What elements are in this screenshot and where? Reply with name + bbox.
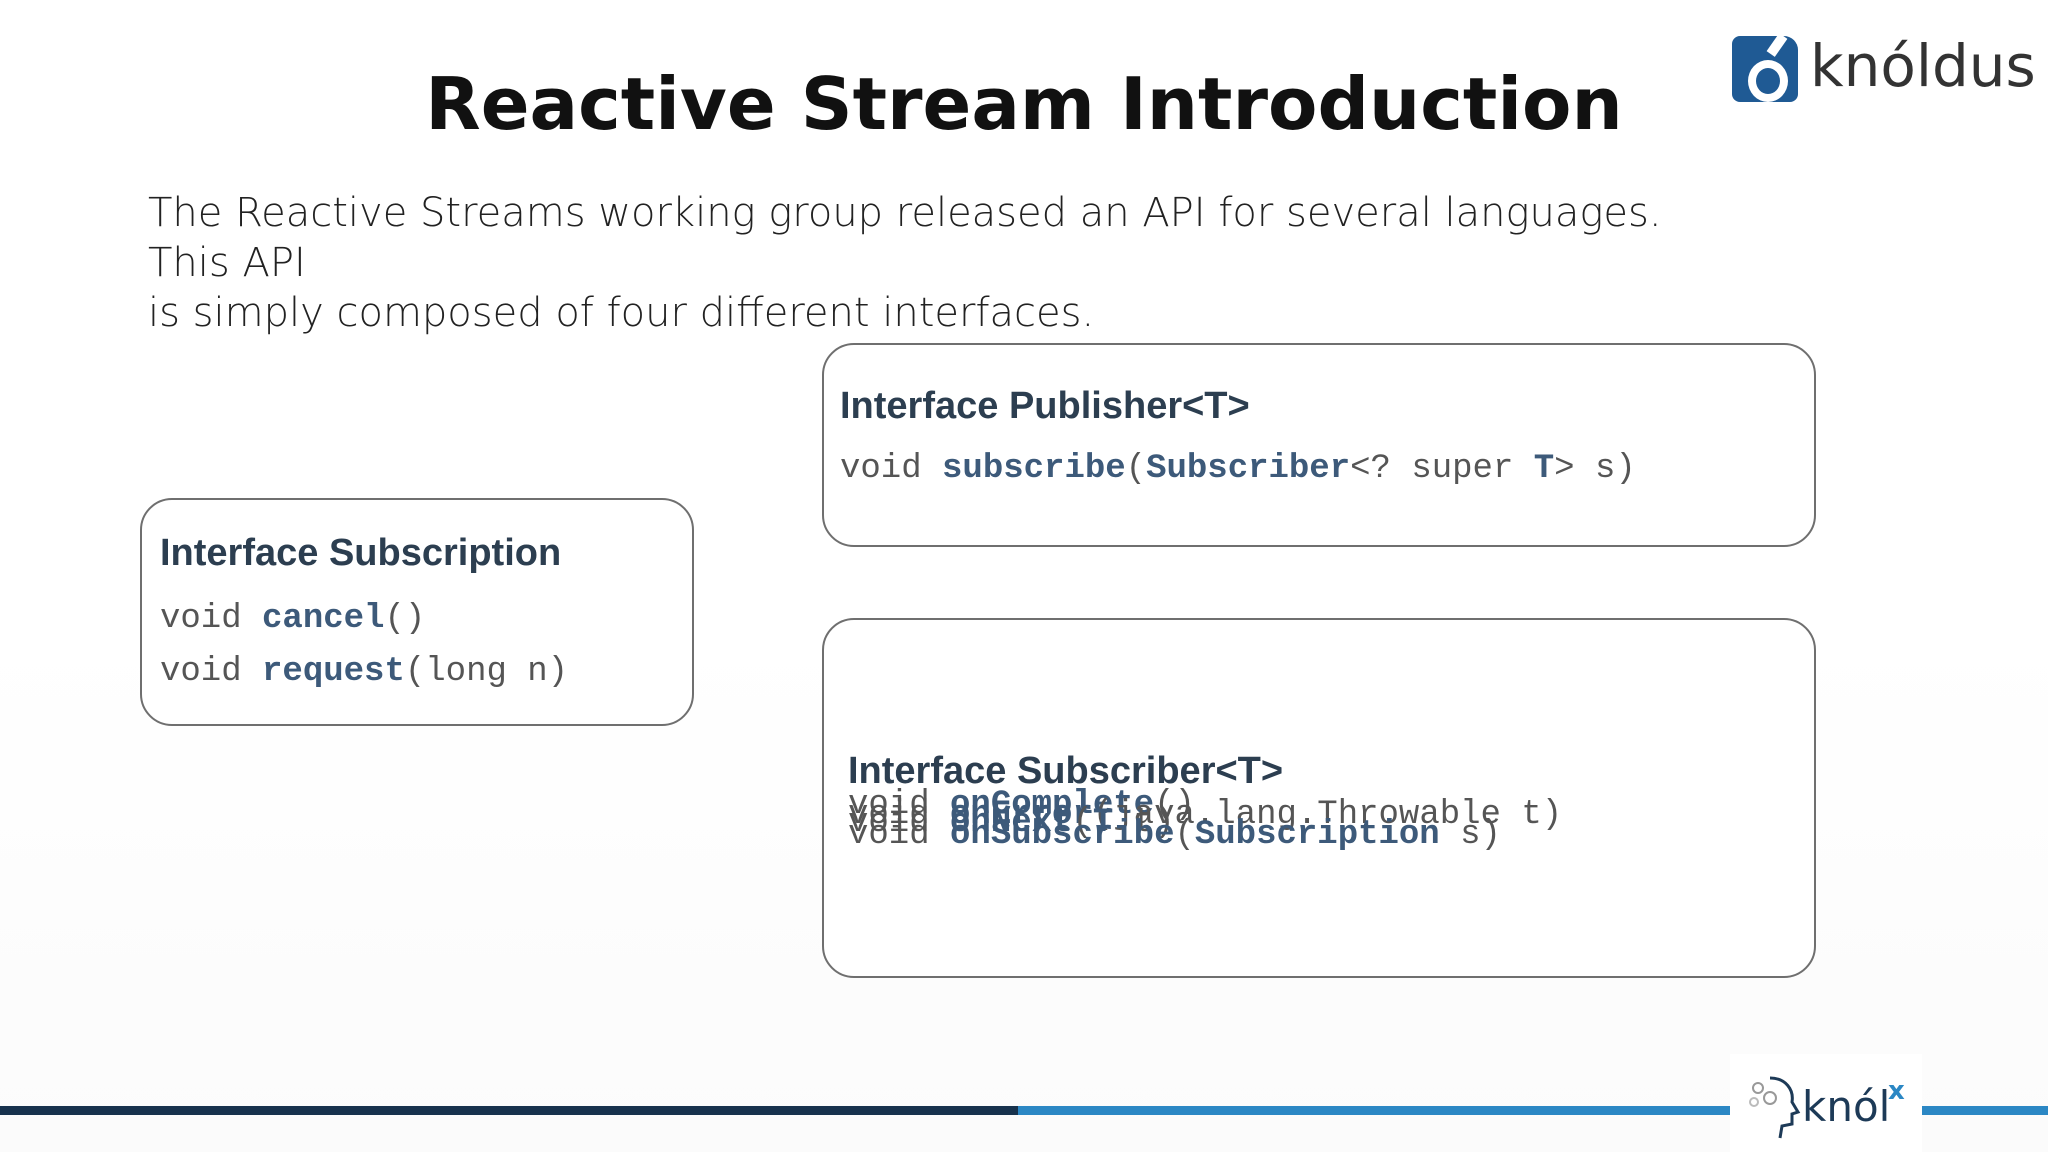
subscription-method-cancel: void cancel()	[160, 600, 425, 638]
code-punct: (	[1174, 816, 1195, 854]
method-params: ()	[1154, 786, 1195, 824]
footer-bar	[0, 1106, 2048, 1115]
code-keyword: void	[840, 450, 943, 488]
intro-paragraph: The Reactive Streams working group relea…	[148, 188, 1708, 338]
intro-line-1: The Reactive Streams working group relea…	[148, 190, 1662, 286]
publisher-method-subscribe: void subscribe(Subscriber<? super T> s)	[840, 450, 1636, 488]
method-name: subscribe	[942, 450, 1126, 488]
code-keyword: void	[848, 796, 951, 834]
method-params: (long n)	[404, 653, 569, 691]
subscriber-method-onerror: void onError(java.lang.Throwable t)	[848, 796, 1562, 834]
method-params: (java.lang.Throwable t)	[1092, 796, 1563, 834]
subscriber-method-onsubscribe: void onSubscribe(Subscription s)	[848, 816, 1501, 854]
subscription-method-request: void request(long n)	[160, 653, 568, 691]
slide-title: Reactive Stream Introduction	[425, 62, 1623, 146]
method-name: cancel	[262, 600, 385, 638]
footer-bar-dark	[0, 1106, 1018, 1115]
type-name: T	[1092, 804, 1114, 842]
method-name: onComplete	[950, 786, 1155, 824]
method-params: ()	[384, 600, 426, 638]
subscriber-title: Interface Subscriber<T>	[848, 750, 1284, 792]
subscriber-method-onnext: void onNext(T t)	[848, 804, 1174, 842]
subscription-title: Interface Subscription	[160, 532, 562, 574]
intro-line-2: is simply composed of four different int…	[148, 290, 1095, 336]
code-keyword: void	[160, 653, 263, 691]
code-punct: (	[1125, 450, 1147, 488]
code-punct: > s)	[1554, 450, 1636, 488]
knolx-logo: knól x	[1730, 1054, 1922, 1152]
method-params: s)	[1439, 816, 1501, 854]
method-name: request	[262, 653, 405, 691]
method-name: onError	[950, 796, 1093, 834]
code-punct: (	[1072, 804, 1093, 842]
type-name: T	[1533, 450, 1555, 488]
publisher-title: Interface Publisher<T>	[840, 385, 1250, 427]
head-gears-icon	[1749, 1076, 1801, 1139]
code-keyword: void	[848, 786, 951, 824]
code-punct: <? super	[1350, 450, 1534, 488]
subscriber-method-oncomplete: void onComplete()	[848, 786, 1195, 824]
code-keyword: void	[848, 816, 951, 854]
knoldus-logo-text: knóldus	[1810, 32, 2036, 100]
footer-bar-light	[1018, 1106, 2048, 1115]
knoldus-logo-mark-icon	[1732, 36, 1798, 102]
knoldus-logo: knóldus	[1732, 32, 2036, 104]
code-keyword: void	[160, 600, 263, 638]
subscriber-interface-box: Interface Subscriber<T> void onComplete(…	[822, 618, 1816, 978]
method-params: t)	[1113, 804, 1175, 842]
knolx-logo-sup: x	[1888, 1076, 1905, 1106]
method-name: onNext	[950, 804, 1073, 842]
type-name: Subscriber	[1146, 450, 1351, 488]
method-name: onSubscribe	[950, 816, 1175, 854]
publisher-interface-box: Interface Publisher<T> void subscribe(Su…	[822, 343, 1816, 547]
subscription-interface-box: Interface Subscription void cancel() voi…	[140, 498, 694, 726]
code-keyword: void	[848, 804, 951, 842]
type-name: Subscription	[1194, 816, 1440, 854]
knolx-logo-text: knól	[1802, 1082, 1891, 1131]
